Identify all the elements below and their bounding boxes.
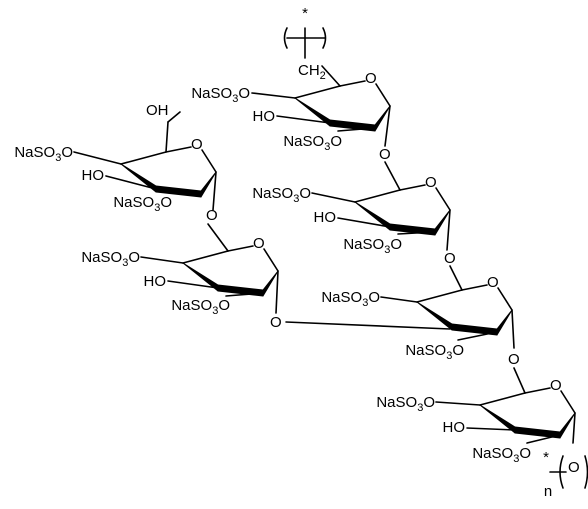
ring1-c4-c5 [294,85,341,99]
r2-c4-o-bond [311,192,356,203]
r3-c2-osulfo-label: NaSO3O [171,297,230,317]
r4-c4-osulfo-label: NaSO3O [321,289,380,309]
ring4-c4-c5 [416,289,463,303]
r3-c4-osulfo-label: NaSO3O [81,249,140,269]
ring6-c4-c5 [120,151,167,165]
r2-c2-o-bond [397,231,436,235]
r1-c4-o-bond [251,92,296,99]
label-layer: OCH2*NaSO3OHONaSO3OOONaSO3OHONaSO3OOONaS… [14,5,579,500]
ring3-wedge-c1c2 [262,270,279,297]
bond-layer [73,27,588,489]
r3-r4-link [285,321,451,330]
r5-c2-osulfo-label: NaSO3O [472,445,531,465]
ring2-o-c1 [435,187,451,211]
r1-ch2-bond [321,65,341,87]
ring3-o-c5 [227,245,254,252]
ring4-wedge-c1c2 [496,309,513,336]
r6-c3-oh-label: HO [82,167,105,184]
r2-r4-link-a [446,209,451,251]
repeat-star: * [543,449,549,466]
r4-r5-link-a [511,309,515,349]
repeat-n: n [544,483,552,500]
r1-c2-o-bond [337,127,376,132]
r3-c4-o-bond [140,256,184,264]
ring1-ring-oxygen: O [365,70,377,87]
ring5-o-c5 [524,387,551,394]
r2-c2-osulfo-label: NaSO3O [343,236,402,256]
ring6-o-c1 [201,149,217,173]
r6-ch2-oh-bond [167,111,181,123]
r2-c3-oh-label: HO [314,209,337,226]
r5-c3-oh-label: HO [443,419,466,436]
r4-c2-o-bond [457,331,498,341]
r2-c4-osulfo-label: NaSO3O [252,185,311,205]
ch2-label: CH2 [298,62,326,82]
ring3-o-c1 [263,248,279,272]
ring4-o-c1 [497,287,513,311]
ring4-ring-oxygen: O [487,274,499,291]
r5-c3-oh-bond [466,427,516,431]
r6-c4-o-bond [73,151,122,165]
r3-c3-oh-bond [167,280,219,289]
polymer-bracket-right [322,27,327,49]
r3-c3-oh-label: HO [144,273,167,290]
terminal-oxygen: O [568,459,580,476]
ring4-wedge-c3c4 [416,301,453,331]
r6-c3-oh-bond [105,175,157,190]
r3-c2-o-bond [225,292,264,297]
r2-c3-oh-bond [337,217,391,228]
r1-c4-osulfo-label: NaSO3O [191,85,250,105]
ring6-o-c5 [165,146,192,153]
r4-r5-link-b [513,367,526,394]
r1-c2-osulfo-label: NaSO3O [283,133,342,153]
r6-ch2oh-label: OH [146,102,169,119]
r1-c3-oh-bond [276,115,331,124]
ring2-o-c5 [399,184,426,191]
ring5-ring-oxygen: O [550,377,562,394]
r6-r3-bridge-oxygen: O [206,207,218,224]
r2-r4-bridge-oxygen: O [444,250,456,267]
ring3-ring-oxygen: O [253,235,265,252]
r4-r5-bridge-oxygen: O [508,351,520,368]
ring5-c4-c5 [479,392,526,406]
ring4-o-c5 [461,284,488,291]
repeat-bracket-right [584,455,588,489]
polymer-end-star: * [302,5,308,22]
r6-ch2-bond [165,121,169,153]
ring1-o-c5 [339,80,366,87]
r6-c4-osulfo-label: NaSO3O [14,144,73,164]
r4-c4-o-bond [380,296,418,303]
r6-r3-link-b [207,223,229,252]
r5-c1-o-bond [572,412,576,444]
r5-c4-o-bond [435,401,481,406]
ring5-wedge-c1c2 [559,412,576,439]
r4-c2-osulfo-label: NaSO3O [405,342,464,362]
r6-r3-link-a [212,171,217,211]
r5-c2-o-bond [526,434,561,444]
ring1-o-c1 [375,83,391,107]
ring3-c4-c5 [182,250,229,264]
r1-r2-link-a [384,105,391,147]
r3-c1-o-bond [275,270,279,314]
ring2-c4-c5 [354,189,401,203]
r5-c4-osulfo-label: NaSO3O [376,394,435,414]
r1-c3-oh-label: HO [253,108,276,125]
polymer-bracket-left [283,27,288,49]
r6-c2-o-bond [165,191,202,195]
ring6-ring-oxygen: O [191,136,203,153]
r3-r4-bridge-oxygen: O [270,314,282,331]
r2-r4-link-b [449,265,463,291]
ring2-ring-oxygen: O [425,174,437,191]
r1-r2-bridge-oxygen: O [379,146,391,163]
r6-c2-osulfo-label: NaSO3O [113,194,172,214]
ring5-o-c1 [560,390,576,414]
r1-r2-link-b [384,161,401,191]
